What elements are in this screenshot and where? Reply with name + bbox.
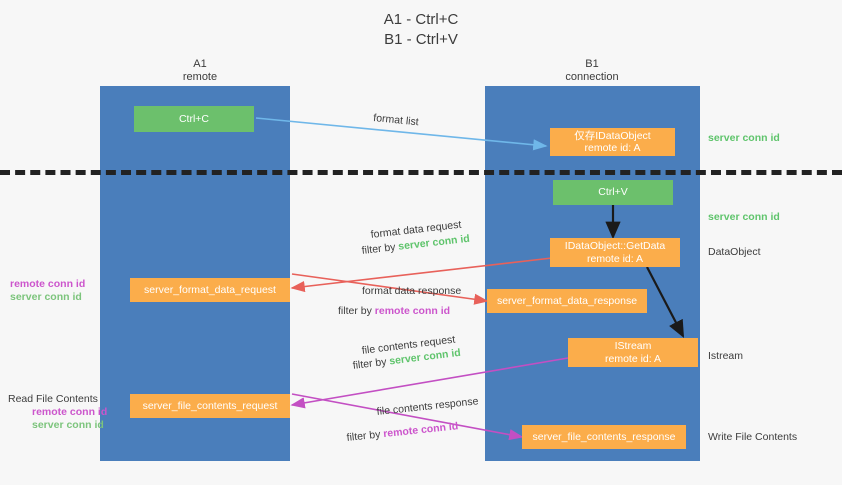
box-ctrl-c[interactable]: Ctrl+C [134,106,254,132]
right-label-write-file-contents: Write File Contents [708,431,798,443]
box-server-file-contents-response[interactable]: server_file_contents_response [522,425,686,449]
left-label-read-file-contents: Read File Contents [8,393,98,405]
box-server-format-data-request-label: server_format_data_request [144,283,276,296]
box-server-format-data-response-label: server_format_data_response [496,294,638,307]
diagram-title-line1: A1 - Ctrl+C [383,11,459,28]
right-label-server-conn-id-top: server conn id [708,132,780,144]
box-istream-line1: IStream [614,340,652,352]
column-header-b1: B1 connection [532,58,652,84]
box-istream[interactable]: IStream remote id: A [568,338,698,367]
box-new-idataobject-line1: 仅存IDataObject [574,129,651,142]
right-label-dataobject: DataObject [708,246,761,258]
box-ctrl-c-label: Ctrl+C [178,112,210,125]
filter-key-remote-conn-id: remote conn id [374,305,451,317]
column-header-a1-sub: remote [182,71,218,83]
box-server-format-data-response[interactable]: server_format_data_response [487,289,647,313]
edge-label-file-contents-response-filter: filter by remote conn id [346,419,459,445]
box-idataobject-getdata-line1: IDataObject::GetData [564,240,666,252]
box-new-idataobject-line2: remote id: A [584,142,641,154]
box-server-file-contents-request-label: server_file_contents_request [142,399,278,412]
box-server-format-data-request[interactable]: server_format_data_request [130,278,290,302]
right-label-server-conn-id-mid: server conn id [708,211,780,223]
box-ctrl-v[interactable]: Ctrl+V [553,180,673,205]
box-istream-line2: remote id: A [604,352,662,365]
column-header-a1-name: A1 [193,58,207,70]
filter-prefix: filter by [352,355,391,372]
column-header-a1: A1 remote [140,58,260,84]
edge-label-file-contents-response: file contents response [376,395,479,418]
column-header-b1-name: B1 [585,58,599,70]
filter-prefix: filter by [346,428,384,444]
box-server-file-contents-request[interactable]: server_file_contents_request [130,394,290,418]
box-idataobject-getdata[interactable]: IDataObject::GetData remote id: A [550,238,680,267]
left-label-format-conn-ids: remote conn id server conn id [10,278,85,304]
edge-label-format-data-response-filter: filter by remote conn id [338,304,450,318]
edge-label-format-data-response: format data response [362,285,462,297]
box-new-idataobject[interactable]: 仅存IDataObject remote id: A [550,128,675,156]
phase-divider [0,170,842,175]
left-label-server-conn-id: server conn id [32,419,104,431]
filter-prefix: filter by [361,240,400,257]
filter-prefix: filter by [338,305,375,317]
edge-label-format-list: format list [372,111,420,129]
left-label-read-file-contents-group: Read File Contents remote conn id server… [8,393,107,432]
diagram-title-line2: B1 - Ctrl+V [384,31,458,48]
filter-key-remote-conn-id: remote conn id [382,420,459,441]
left-label-remote-conn-id: remote conn id [10,278,86,290]
box-ctrl-v-label: Ctrl+V [598,186,628,199]
box-server-file-contents-response-label: server_file_contents_response [532,430,676,443]
left-label-server-conn-id: server conn id [10,291,82,303]
left-label-remote-conn-id: remote conn id [32,406,108,418]
column-header-b1-sub: connection [565,71,619,83]
right-label-istream: Istream [708,350,744,362]
box-idataobject-getdata-line2: remote id: A [586,252,644,265]
